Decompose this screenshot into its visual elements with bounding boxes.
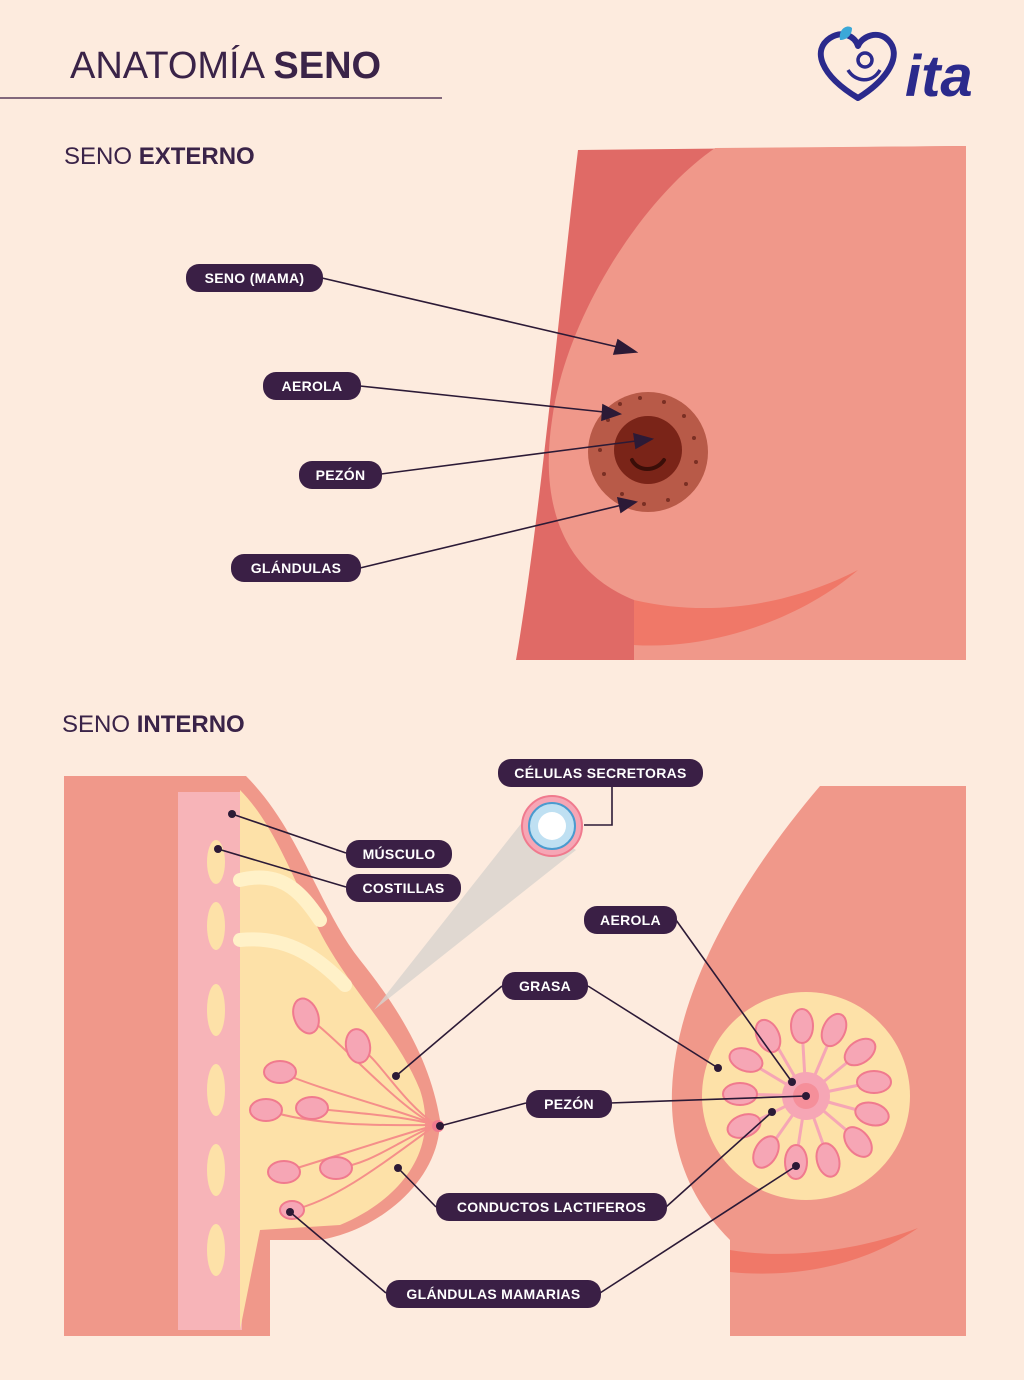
internal-section-title: SENO INTERNO — [62, 711, 245, 738]
label-conductos-lactiferos: CONDUCTOS LACTIFEROS — [436, 1193, 667, 1221]
areola-glands-dots — [598, 396, 698, 506]
label-internal-pezon-text: PEZÓN — [544, 1095, 594, 1112]
logo-baby-body-icon — [846, 68, 882, 82]
label-costillas: COSTILLAS — [346, 874, 461, 902]
side-mammary-glands — [249, 997, 372, 1220]
external-breast-illustration — [516, 146, 966, 660]
label-glandulas-mamarias-text: GLÁNDULAS MAMARIAS — [406, 1286, 580, 1302]
internal-title-bold: INTERNO — [137, 711, 245, 738]
side-fat-highlight — [233, 870, 352, 992]
external-leader-lines — [321, 277, 655, 569]
label-celulas-secretoras: CÉLULAS SECRETORAS — [498, 759, 703, 787]
front-breast-crease — [730, 1228, 918, 1274]
label-musculo: MÚSCULO — [346, 840, 452, 868]
heart-logo-icon — [817, 31, 897, 101]
ita-logo: ita — [817, 26, 973, 109]
secretory-cells-zoom-cone — [374, 820, 576, 1010]
label-grasa-text: GRASA — [519, 978, 571, 994]
external-title-bold: EXTERNO — [139, 143, 255, 170]
logo-baby-head-icon — [856, 51, 874, 69]
page-title-bold: SENO — [273, 45, 381, 87]
label-internal-pezon: PEZÓN — [526, 1090, 612, 1118]
internal-title-light: SENO — [62, 711, 137, 738]
internal-front-view-illustration — [671, 786, 966, 1336]
label-conductos-lactiferos-text: CONDUCTOS LACTIFEROS — [457, 1199, 646, 1215]
label-glandulas-mamarias: GLÁNDULAS MAMARIAS — [386, 1280, 601, 1308]
label-musculo-text: MÚSCULO — [363, 845, 436, 862]
internal-leader-dots — [214, 810, 810, 1216]
label-external-pezon: PEZÓN — [299, 461, 382, 489]
page-title-light: ANATOMÍA — [70, 44, 273, 87]
external-section-title: SENO EXTERNO — [64, 143, 255, 170]
side-muscle — [178, 792, 242, 1330]
label-seno-mama-text: SENO (MAMA) — [205, 270, 305, 286]
logo-leaf-icon — [839, 26, 852, 40]
internal-side-view-illustration — [64, 776, 576, 1336]
page-title: ANATOMÍA SENO — [70, 44, 381, 87]
label-internal-aerola: AEROLA — [584, 906, 677, 934]
label-celulas-secretoras-text: CÉLULAS SECRETORAS — [514, 765, 686, 781]
label-external-aerola-text: AEROLA — [282, 378, 343, 394]
external-title-light: SENO — [64, 143, 139, 170]
external-breast-shape — [548, 146, 966, 660]
logo-text: ita — [905, 44, 973, 109]
label-external-aerola: AEROLA — [263, 372, 361, 400]
label-costillas-text: COSTILLAS — [362, 880, 444, 896]
external-breast-crease — [634, 570, 858, 646]
nipple-smile — [630, 458, 666, 471]
label-internal-aerola-text: AEROLA — [600, 912, 661, 928]
label-grasa: GRASA — [502, 972, 588, 1000]
secretory-cells-illustration — [521, 795, 583, 857]
internal-leader-lines — [217, 772, 807, 1294]
label-external-glandulas: GLÁNDULAS — [231, 554, 361, 582]
label-seno-mama: SENO (MAMA) — [186, 264, 323, 292]
external-nipple — [614, 416, 682, 484]
label-external-glandulas-text: GLÁNDULAS — [251, 560, 342, 576]
label-external-pezon-text: PEZÓN — [316, 466, 366, 483]
side-ribs — [207, 840, 225, 1276]
side-fat-tissue — [240, 790, 426, 1330]
